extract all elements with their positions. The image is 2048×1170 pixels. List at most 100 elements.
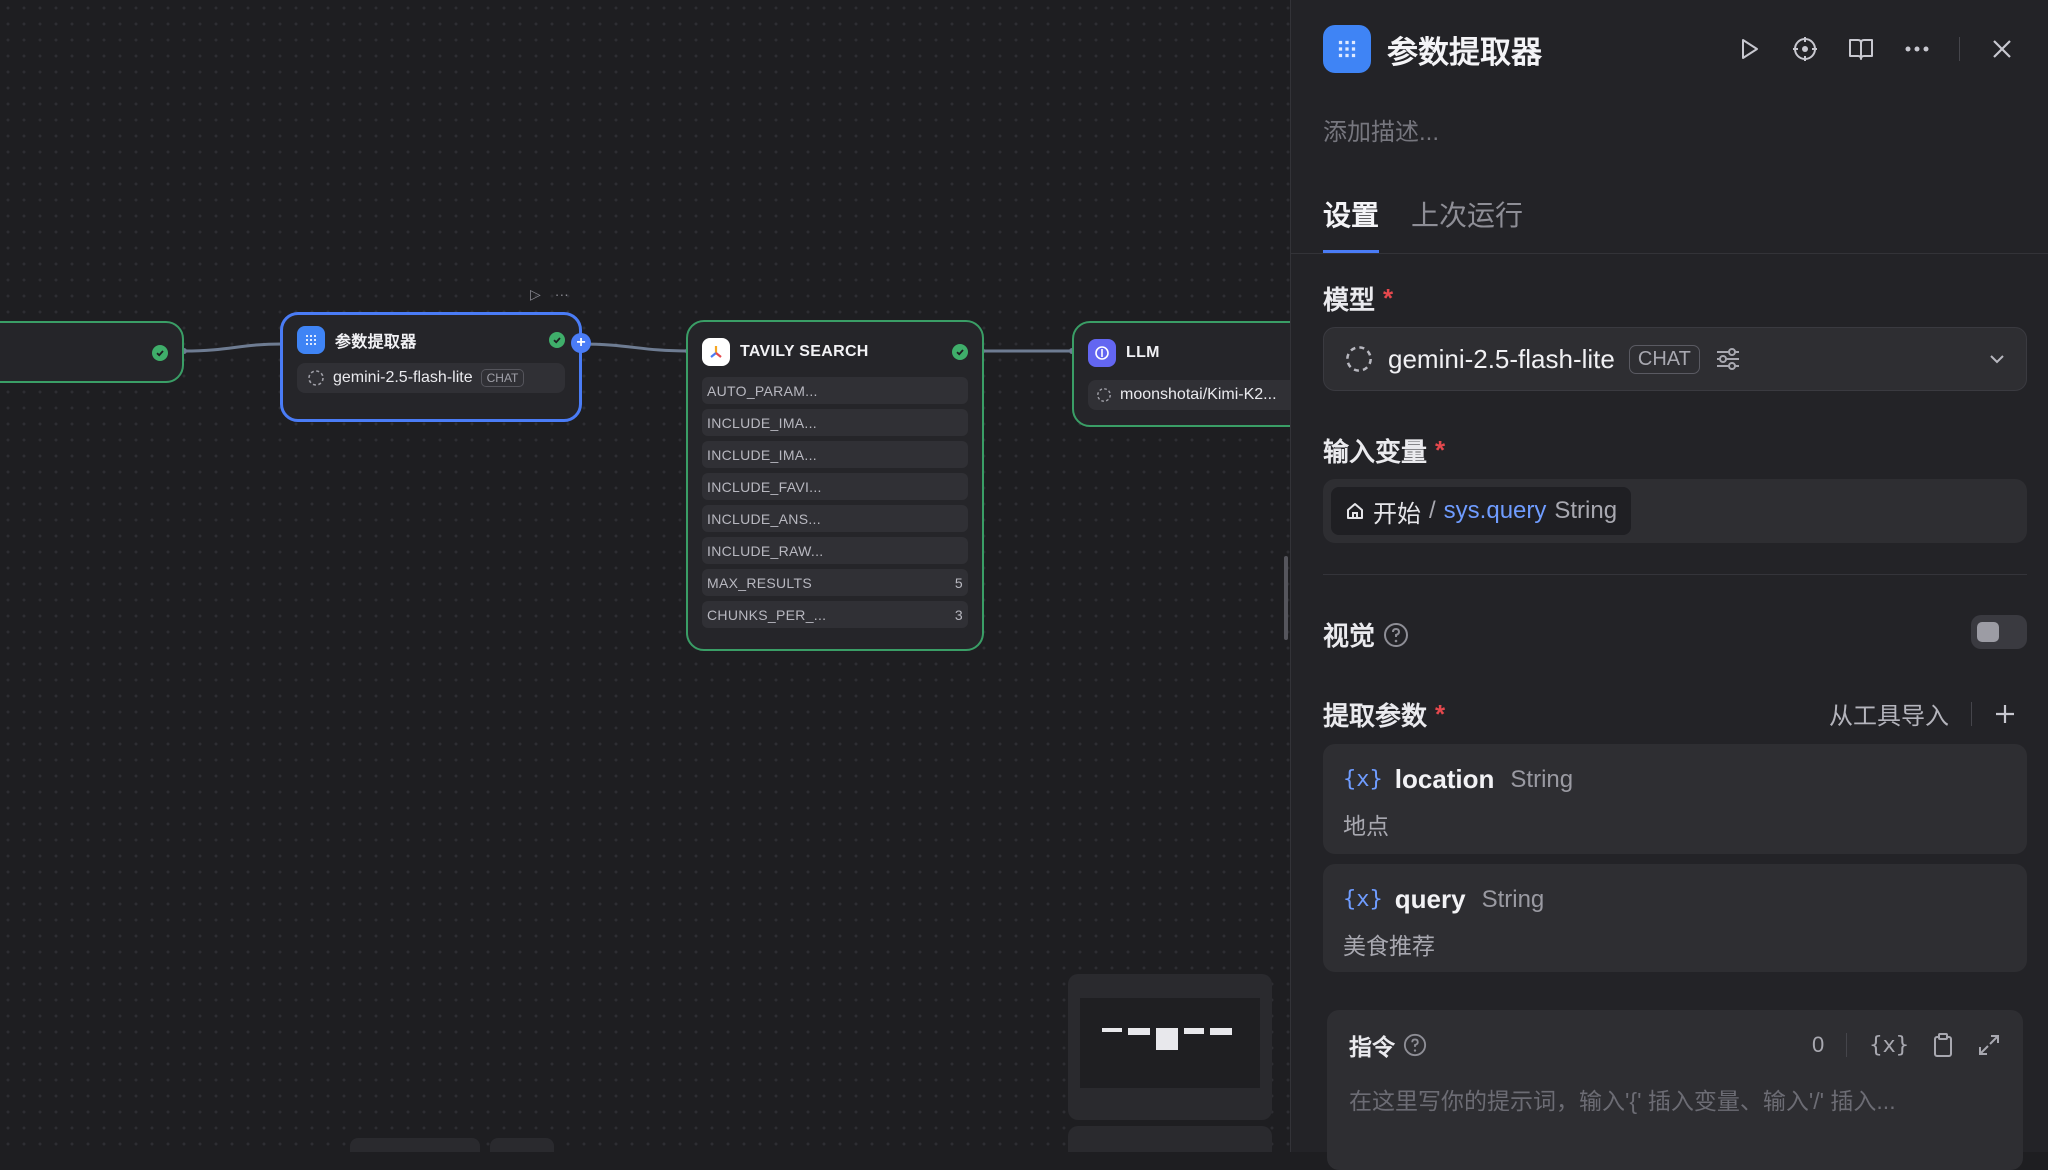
extractor-icon — [297, 326, 325, 354]
param-name: location — [1394, 764, 1495, 794]
expand-icon[interactable] — [1977, 1033, 2001, 1057]
tavily-icon — [702, 338, 730, 366]
description-input[interactable]: 添加描述... — [1323, 119, 1440, 146]
node-toolbar: ▷ ··· — [530, 286, 569, 303]
model-tag: CHAT — [480, 369, 525, 387]
extract-tools: 从工具导入 — [1829, 696, 2016, 731]
add-node-handle[interactable]: + — [571, 333, 591, 353]
model-tag: CHAT — [1628, 344, 1700, 374]
canvas-toolbar-secondary[interactable] — [490, 1138, 554, 1152]
edge-start-extractor — [183, 342, 283, 353]
panel-title[interactable]: 参数提取器 — [1387, 34, 1542, 70]
toggle-knob — [1977, 622, 1999, 642]
model-settings-icon[interactable] — [1714, 345, 1742, 373]
input-variable-field[interactable]: 开始 / sys.query String — [1323, 479, 2027, 543]
docs-book-icon[interactable] — [1847, 35, 1875, 63]
param-description: 地点 — [1343, 813, 1389, 839]
variable-icon: {x} — [1343, 767, 1383, 792]
start-node[interactable] — [0, 321, 184, 383]
divider — [1846, 1033, 1848, 1057]
param-row: INCLUDE_IMA... — [702, 441, 968, 468]
input-variable-label: 输入变量* — [1323, 435, 1446, 467]
variable-separator: / — [1429, 497, 1436, 524]
node-config-panel: 参数提取器 添加描述... 设置 上次运行 模型* gemini-2.5-fla… — [1290, 0, 2048, 1170]
node-title: LLM — [1126, 344, 1160, 361]
help-icon[interactable] — [1403, 1033, 1427, 1057]
tab-settings[interactable]: 设置 — [1323, 194, 1380, 254]
param-type: String — [1481, 885, 1545, 913]
llm-node[interactable]: LLM moonshotai/Kimi-K2... — [1072, 321, 1290, 427]
required-mark: * — [1435, 435, 1446, 465]
minimap-node — [1102, 1028, 1122, 1032]
tavily-search-node[interactable]: TAVILY SEARCH AUTO_PARAM... INCLUDE_IMA.… — [686, 320, 984, 651]
param-row: CHUNKS_PER_...3 — [702, 601, 968, 628]
panel-tabs: 设置 上次运行 — [1323, 194, 1523, 254]
more-icon[interactable]: ··· — [554, 286, 569, 302]
success-icon — [952, 344, 968, 360]
run-icon[interactable] — [1735, 35, 1763, 63]
param-row: AUTO_PARAM... — [702, 377, 968, 404]
close-icon[interactable] — [1988, 35, 2016, 63]
import-from-tool-button[interactable]: 从工具导入 — [1829, 703, 1949, 730]
node-model-name: gemini-2.5-flash-lite — [333, 369, 473, 386]
tab-last-run[interactable]: 上次运行 — [1411, 200, 1524, 231]
divider — [1971, 701, 1972, 726]
tabs-divider — [1291, 253, 2048, 254]
param-type: String — [1510, 765, 1574, 793]
locate-icon[interactable] — [1791, 35, 1819, 63]
divider — [1959, 37, 1960, 61]
param-item-query[interactable]: {x} query String 美食推荐 — [1323, 864, 2027, 972]
minimap[interactable] — [1068, 974, 1272, 1120]
success-icon — [152, 345, 168, 361]
panel-resize-handle[interactable] — [1284, 556, 1288, 640]
insert-variable-icon[interactable]: {x} — [1869, 1032, 1909, 1058]
minimap-node — [1210, 1028, 1232, 1035]
variable-chip[interactable]: 开始 / sys.query String — [1331, 487, 1632, 535]
variable-source: 开始 — [1373, 500, 1421, 528]
add-icon[interactable] — [1994, 703, 2016, 725]
param-row: INCLUDE_FAVI... — [702, 473, 968, 500]
node-model-chip: gemini-2.5-flash-lite CHAT — [297, 363, 565, 393]
param-item-location[interactable]: {x} location String 地点 — [1323, 744, 2027, 854]
model-selector[interactable]: gemini-2.5-flash-lite CHAT — [1323, 327, 2027, 391]
chevron-down-icon[interactable] — [1988, 353, 2006, 365]
node-model-chip: moonshotai/Kimi-K2... — [1088, 380, 1290, 410]
extractor-node[interactable]: 参数提取器 gemini-2.5-flash-lite CHAT + — [280, 312, 591, 422]
home-icon — [1347, 503, 1363, 519]
zoom-controls[interactable] — [1068, 1126, 1272, 1152]
param-description: 美食推荐 — [1343, 933, 1435, 959]
variable-type: String — [1554, 497, 1618, 524]
divider — [1323, 574, 2027, 575]
node-model-name: moonshotai/Kimi-K2... — [1120, 386, 1277, 403]
more-icon[interactable] — [1903, 35, 1931, 63]
required-mark: * — [1383, 283, 1394, 313]
vision-label: 视觉 — [1323, 616, 1409, 653]
vision-toggle[interactable] — [1971, 615, 2027, 649]
char-count: 0 — [1812, 1032, 1825, 1057]
edge-extractor-tavily — [579, 342, 689, 353]
llm-icon — [1088, 339, 1116, 367]
param-row: INCLUDE_ANS... — [702, 505, 968, 532]
help-icon[interactable] — [1383, 622, 1409, 648]
variable-icon: {x} — [1343, 887, 1383, 912]
instruction-editor[interactable]: 指令 0 {x} 在这里写你的提示词，输入'{' 插入变量、输入'/' 插入..… — [1327, 1010, 2023, 1170]
model-section-label: 模型* — [1323, 283, 1394, 315]
model-provider-icon — [1097, 388, 1111, 402]
node-title: 参数提取器 — [335, 334, 417, 351]
canvas-toolbar[interactable] — [350, 1138, 480, 1152]
run-node-icon[interactable]: ▷ — [530, 286, 541, 302]
minimap-node — [1156, 1028, 1178, 1050]
param-row: INCLUDE_RAW... — [702, 537, 968, 564]
tavily-param-list: AUTO_PARAM... INCLUDE_IMA... INCLUDE_IMA… — [688, 377, 982, 628]
clipboard-icon[interactable] — [1931, 1032, 1955, 1058]
variable-name: sys.query — [1443, 497, 1547, 524]
workflow-canvas[interactable]: ▷ ··· 参数提取器 gemini-2.5-flash-lite CHAT +… — [0, 0, 1290, 1152]
minimap-node — [1184, 1028, 1204, 1034]
instruction-input[interactable]: 在这里写你的提示词，输入'{' 插入变量、输入'/' 插入... — [1349, 1088, 1896, 1114]
minimap-node — [1128, 1028, 1150, 1035]
success-icon — [549, 332, 565, 348]
instruction-label: 指令 — [1349, 1034, 1395, 1060]
extractor-icon — [1323, 25, 1371, 73]
minimap-viewport — [1080, 998, 1260, 1088]
